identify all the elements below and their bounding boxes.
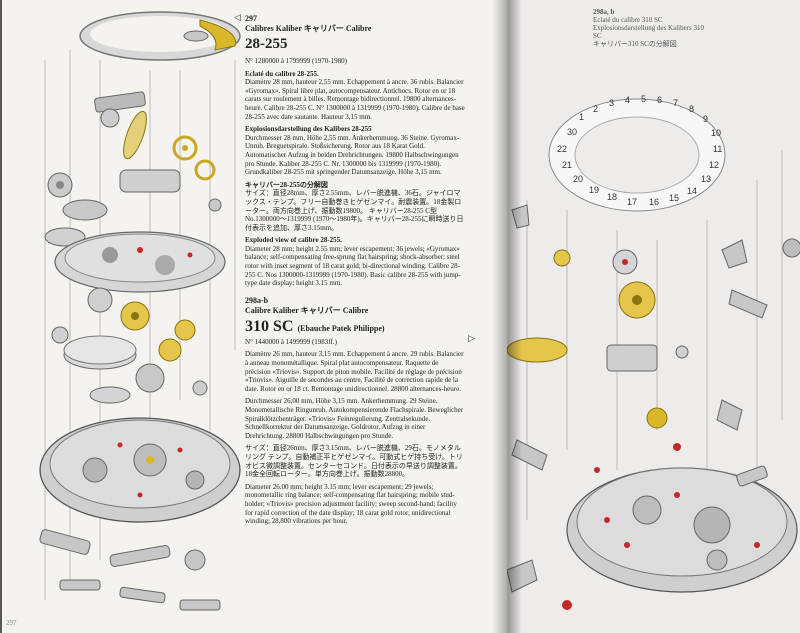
svg-text:13: 13 — [701, 174, 711, 184]
en-body-28-255: Diameter 28 mm; height 2.55 mm; lever es… — [245, 244, 460, 271]
svg-text:16: 16 — [649, 197, 659, 207]
barrel — [63, 335, 137, 370]
svg-text:5: 5 — [641, 94, 646, 104]
fr-title-28-255: Eclaté du calibre 28-255. — [245, 69, 319, 78]
right-ref: 298a, b — [593, 8, 615, 16]
page-number: 297 — [6, 619, 17, 627]
rotor-illustration — [79, 11, 241, 61]
svg-text:19: 19 — [589, 185, 599, 195]
en-section-28-255: Exploded view of calibre 28-255.Diameter… — [245, 236, 465, 288]
de-title-28-255: Explosionsdarstellung des Kalibers 28-25… — [245, 125, 372, 134]
right-line-de: Explosionsdarstellung des Kalibers 310 S… — [593, 24, 705, 40]
right-line-fr: Eclaté du calibre 310 SC — [593, 16, 663, 24]
header-row-calibres: Calibres Kaliber キャリバー Calibre — [245, 24, 372, 33]
svg-text:18: 18 — [607, 192, 617, 202]
serial-28-255: N° 1280000 à 1799999 (1970-1980) — [245, 57, 347, 65]
jp-body-28-255: サイズ：直径28mm、厚さ2.55mm、レバー脱進機、36石。ジャイロマックス・… — [245, 189, 462, 215]
svg-text:11: 11 — [713, 144, 722, 154]
jp-section-28-255: キャリバー28-255の分解図サイズ：直径28mm、厚さ2.55mm、レバー脱進… — [245, 181, 465, 233]
svg-text:22: 22 — [557, 144, 567, 154]
right-line-jp: キャリバー310 SCの分解図 — [593, 40, 677, 48]
book-gutter — [492, 0, 522, 633]
svg-text:10: 10 — [711, 128, 721, 138]
de-body-28-255: Durchmesser 28 mm, Höhe 2,55 mm. Ankerhe… — [245, 133, 460, 168]
de-section-28-255: Explosionsdarstellung des Kalibers 28-25… — [245, 125, 465, 177]
wheels — [89, 363, 208, 404]
fr-body-310-sc: Diamètre 26 mm, hauteur 3,15 mm. Echappe… — [245, 350, 464, 393]
svg-text:12: 12 — [709, 160, 719, 170]
jp-title-28-255: キャリバー28-255の分解図 — [245, 180, 328, 189]
svg-text:21: 21 — [562, 160, 572, 170]
ref-number-298: 298a-b — [245, 295, 269, 305]
svg-text:30: 30 — [567, 127, 577, 137]
svg-text:14: 14 — [687, 186, 697, 196]
calibre-310-sc-note: (Ebauche Patek Philippe) — [297, 323, 385, 333]
calibre-28-255-title: 28-255 — [245, 36, 288, 52]
en-body-310-sc: Diameter 26.00 mm; height 3.15 mm; lever… — [245, 482, 457, 526]
jp-body-310-sc: サイズ：直径26mm、厚さ3.15mm、レバー脱進機、29石。モノメタル リング… — [245, 444, 463, 479]
triangle-right-icon: ▷ — [468, 333, 475, 343]
calibre-310-sc-name: 310 SC — [245, 317, 294, 335]
svg-text:15: 15 — [669, 193, 679, 203]
svg-text:1: 1 — [579, 112, 584, 122]
en-title-28-255: Exploded view of calibre 28-255. — [245, 236, 342, 245]
svg-text:3: 3 — [609, 98, 614, 108]
triangle-left-icon: ◁ — [234, 12, 241, 22]
svg-text:20: 20 — [573, 174, 583, 184]
ref-number-297: 297 — [245, 14, 257, 23]
svg-text:2: 2 — [593, 104, 598, 114]
left-page — [2, 0, 507, 633]
header-row-calibre: Calibre Kaliber キャリバー Calibre — [245, 305, 369, 315]
gear-train — [51, 287, 196, 362]
main-plate — [39, 417, 241, 523]
fr-section-28-255: Eclaté du calibre 28-255.Diamètre 28 mm,… — [245, 70, 465, 122]
right-page-header: 298a, b Eclaté du calibre 310 SC Explosi… — [593, 8, 713, 48]
fr-body-28-255: Diamètre 28 mm, hauteur 2,55 mm. Echappe… — [245, 78, 464, 112]
fr-extra-28-255: Calibre 28-255 C. N° 1300000 à 1319999 (… — [245, 103, 465, 121]
svg-text:4: 4 — [625, 95, 630, 105]
de-body-310-sc: Durchmesser 26,00 mm, Höhe 3,15 mm. Anke… — [245, 397, 464, 440]
bridge-plate — [54, 231, 226, 293]
svg-text:6: 6 — [657, 95, 662, 105]
parts-right — [507, 204, 800, 473]
svg-text:9: 9 — [703, 114, 708, 124]
svg-text:7: 7 — [673, 98, 678, 108]
bottom-parts — [39, 529, 221, 611]
en-extra-28-255: Calibre 28-255 C. Nos 1300000-1319999 (1… — [245, 262, 461, 288]
small-parts — [44, 91, 222, 247]
serial-310-sc: N° 1440000 à 1499999 (1983ff.) — [245, 337, 337, 346]
jp-extra-28-255: キャリバー28-255 C型 No.1300000〜1319999 (1970〜… — [245, 206, 464, 232]
calibre-310-sc-title: 310 SC (Ebauche Patek Philippe) — [245, 318, 465, 336]
exploded-view-calibre-28-255 — [39, 11, 241, 611]
svg-text:17: 17 — [627, 197, 637, 207]
bottom-parts-right — [507, 465, 768, 610]
de-extra-28-255: Kaliber 28-255 C. Nr. 1300000 bis 131999… — [245, 159, 442, 177]
svg-text:8: 8 — [689, 104, 694, 114]
left-text-column: 297 Calibres Kaliber キャリバー Calibre 28-25… — [245, 14, 465, 530]
main-plate-right — [566, 467, 798, 593]
